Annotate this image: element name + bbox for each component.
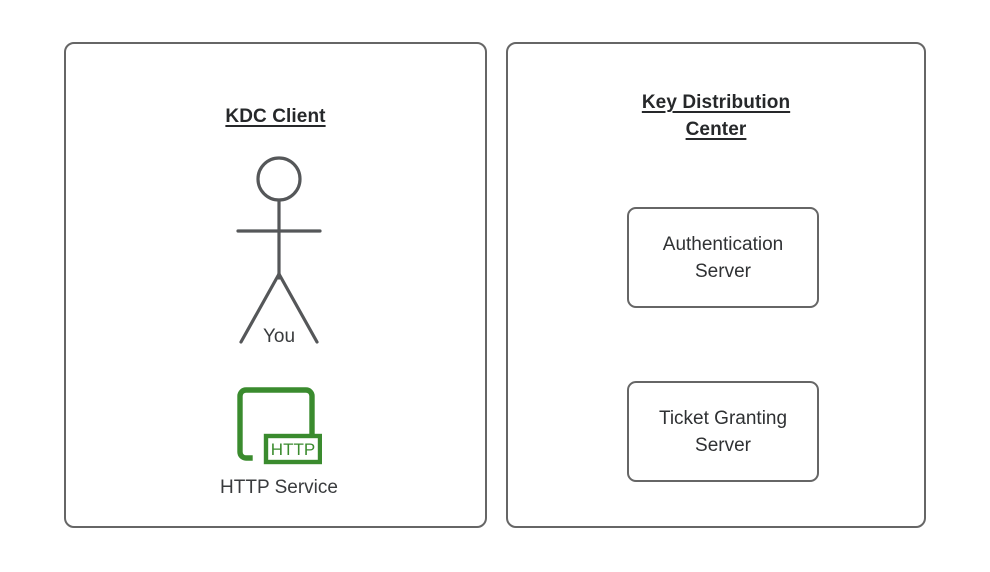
panel-kdc-title-line1: Key Distribution	[641, 92, 791, 113]
http-service-icon[interactable]: HTTP	[236, 384, 322, 470]
authentication-server-box[interactable]: Authentication Server	[627, 207, 819, 308]
http-service-glyph: HTTP	[237, 387, 322, 465]
http-service-outline	[237, 387, 315, 461]
stick-figure-leg-right	[277, 272, 319, 344]
authentication-server-line1: Authentication	[662, 233, 784, 255]
ticket-granting-server-label: Ticket Granting Server	[649, 405, 797, 459]
panel-kdc-client-title-text: KDC Client	[225, 106, 326, 127]
panel-key-distribution-center[interactable]: Key Distribution Center Authentication S…	[506, 42, 926, 528]
http-badge-text: HTTP	[271, 440, 315, 459]
authentication-server-line2: Server	[695, 260, 751, 282]
actor-you-figure[interactable]	[214, 156, 344, 356]
ticket-granting-server-line1: Ticket Granting	[658, 407, 788, 429]
stick-figure-leg-left	[239, 272, 281, 344]
authentication-server-label: Authentication Server	[653, 231, 793, 285]
panel-kdc-title-line2: Center	[685, 119, 747, 140]
actor-you-label: You	[262, 326, 296, 347]
stick-figure-icon	[236, 156, 322, 344]
http-service-label: HTTP Service	[220, 477, 338, 498]
http-badge-box	[263, 433, 322, 465]
panel-kdc-client-title: KDC Client	[66, 103, 485, 130]
ticket-granting-server-box[interactable]: Ticket Granting Server	[627, 381, 819, 482]
panel-kdc-title: Key Distribution Center	[508, 89, 924, 143]
panel-kdc-client[interactable]: KDC Client You HTTP	[64, 42, 487, 528]
ticket-granting-server-line2: Server	[695, 434, 751, 456]
stick-figure-head	[256, 156, 302, 202]
